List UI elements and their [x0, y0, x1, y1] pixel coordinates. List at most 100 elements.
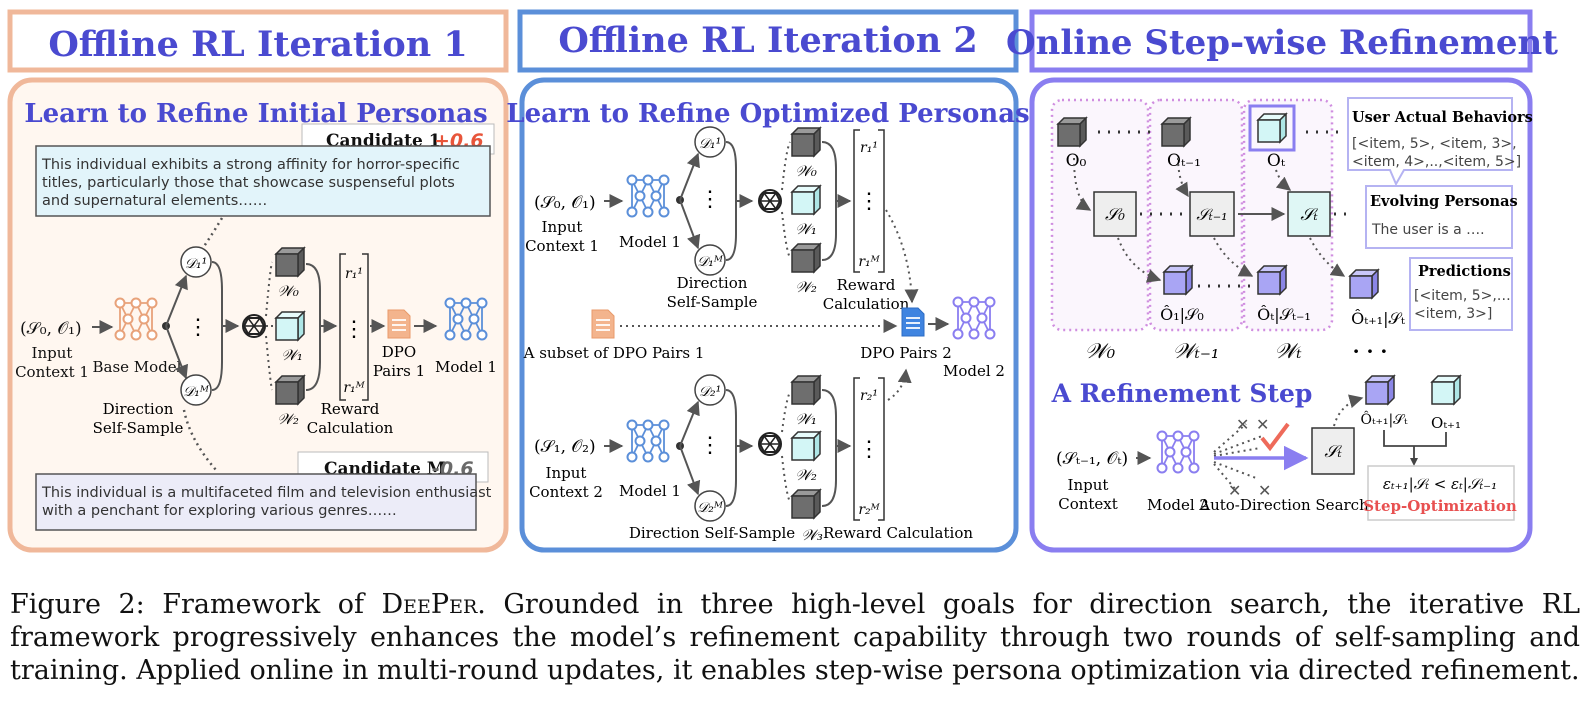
- panel-offline-rl-1: Offline RL Iteration 1 Learn to Refine I…: [7, 9, 509, 553]
- p1-r-bottom: r₁ᴹ: [343, 380, 365, 396]
- d1-top-node: [180, 246, 212, 278]
- d1-dots: ⋮: [187, 315, 209, 340]
- ot-highlight: [1248, 104, 1296, 152]
- caption-name: DeePer: [381, 589, 478, 620]
- cube-cyan-icon: [791, 185, 821, 215]
- candidate1-box: [35, 145, 491, 217]
- p2-w-top1: 𝒲₁: [795, 220, 817, 238]
- arrow: [679, 152, 700, 201]
- p2-model1-top-label: Model 1: [619, 233, 681, 251]
- arrow: [1410, 458, 1418, 466]
- panel3-title-box: [1029, 9, 1533, 73]
- p3-model2-icon: [1156, 430, 1200, 474]
- d1-top-label: 𝒟₁¹: [185, 256, 207, 272]
- p2-model1-bot-icon: [626, 419, 670, 463]
- p2-dots-b: ⋮: [699, 433, 721, 458]
- p2-r-bot2: r₂ᴹ: [858, 502, 880, 518]
- candidateM-line2: with a penchant for exploring various ge…: [42, 503, 397, 519]
- oh3-cube-icon: [1349, 269, 1379, 299]
- p2-input-bot: (𝒮₁, 𝒪₂): [534, 437, 596, 457]
- cube-cyan-icon: [791, 431, 821, 461]
- candidateM-line1: This individual is a multifaceted film a…: [41, 485, 492, 501]
- model1-icon: [444, 297, 488, 341]
- d-node: [694, 126, 726, 158]
- base-model-icon: [114, 297, 158, 341]
- p3-st1: 𝒮ₜ₋₁: [1196, 205, 1227, 224]
- p1-w1: 𝒲₁: [281, 346, 303, 364]
- p2-input-top-label1: Input: [542, 218, 583, 236]
- cross-icon: ✕: [1258, 481, 1271, 500]
- p2-dir-bot: Direction Self-Sample: [629, 524, 795, 542]
- p2-dots-a: ⋮: [699, 187, 721, 212]
- p3-input-label2: Context: [1058, 495, 1118, 513]
- arrow: [679, 400, 700, 447]
- p2-input-top-label2: Context 1: [525, 237, 599, 255]
- p3-st: 𝒮ₜ: [1300, 205, 1318, 225]
- note-predictions: [1409, 257, 1513, 331]
- p2-reward-top2: Calculation: [823, 295, 910, 313]
- candidateM-link: [182, 409, 217, 471]
- panel-online-refinement: Online Step-wise Refinement O₀ Oₜ₋₁ Oₜ 𝒮…: [1006, 9, 1558, 553]
- p3-st-box: 𝒮ₜ: [1324, 442, 1342, 462]
- p2-r-top1: r₁¹: [860, 140, 878, 156]
- cube-gray-icon: [791, 243, 821, 273]
- w0-cube-icon: [275, 247, 305, 277]
- dotted-link: [265, 261, 273, 317]
- d1-bottom-label: 𝒟₁ᴹ: [183, 384, 210, 400]
- note1-line1: [<item, 5>, <item, 3>,: [1352, 136, 1517, 152]
- p3-wt: 𝒲ₜ: [1274, 339, 1301, 363]
- model2-icon: [952, 296, 996, 340]
- step-opt-box: [1367, 465, 1515, 521]
- ot1-cube-icon: [1161, 117, 1191, 147]
- p3-step-opt: Step-Optimization: [1363, 497, 1517, 515]
- dotted-arrow: [1117, 237, 1162, 283]
- p2-model1-bot-label: Model 1: [619, 482, 681, 500]
- cube-gray-icon: [791, 489, 821, 519]
- p2-r-top2: r₁ᴹ: [858, 254, 880, 270]
- panel2-subtitle: Learn to Refine Optimized Personas: [506, 99, 1029, 129]
- w1-cube-icon: [275, 311, 305, 341]
- bracket: [725, 389, 737, 507]
- p3-oh2: Ôₜ|𝒮ₜ₋₁: [1257, 304, 1311, 324]
- p1-reward-label1: Reward: [321, 400, 380, 418]
- st1-box: [1189, 191, 1235, 237]
- p2-model2-label: Model 2: [943, 362, 1005, 380]
- dotted-arrow: [1275, 169, 1292, 191]
- subset-dpo-icon: [591, 309, 615, 339]
- dotted-arrow: [1073, 157, 1092, 211]
- o0-cube-icon: [1057, 117, 1087, 147]
- p3-oh1: Ô₁|𝒮₀: [1160, 304, 1204, 324]
- note3-line1: [<item, 5>,…: [1414, 288, 1511, 304]
- reward-vector: [853, 377, 885, 521]
- p3-o0: O₀: [1066, 151, 1087, 171]
- arrow: [679, 199, 701, 250]
- ot-cube-icon: [1257, 113, 1287, 143]
- p3-model-label: Model 2: [1147, 496, 1209, 514]
- p2-w-bot1: 𝒲₂: [795, 466, 817, 484]
- panel1-input-label1: Input: [32, 344, 73, 362]
- p1-model-label: Model 1: [435, 358, 497, 376]
- p3-input: (𝒮ₜ₋₁, 𝒪ₜ): [1056, 449, 1128, 469]
- p2-w-bot2: 𝒲₃: [801, 526, 823, 544]
- arrow: [679, 445, 701, 496]
- p3-ot1: Oₜ₋₁: [1167, 151, 1201, 171]
- p1-r-top: r₁¹: [345, 266, 363, 282]
- cube-gray-icon: [791, 375, 821, 405]
- reward-vector: [853, 129, 885, 273]
- p1-r-dots: ⋮: [343, 317, 365, 342]
- p3-ineq: εₜ₊₁|𝒮ₜ < εₜ|𝒮ₜ₋₁: [1383, 475, 1497, 493]
- panel3-title: Online Step-wise Refinement: [1006, 23, 1558, 63]
- cross-icon: ✕: [1228, 481, 1241, 500]
- d-node: [694, 244, 726, 276]
- dotted-arrow: [1333, 394, 1364, 427]
- p2-d-bot2: 𝒟₂ᴹ: [697, 500, 724, 516]
- p3-input-label1: Input: [1068, 476, 1109, 494]
- p3-oh3: Ôₜ₊₁|𝒮ₜ: [1351, 308, 1405, 328]
- figure-caption: Figure 2: Framework of DeePer. Grounded …: [10, 588, 1580, 687]
- p2-dpo2-label: DPO Pairs 2: [860, 344, 952, 362]
- openai-icon: [242, 314, 266, 338]
- note1-line2: <item, 4>,..,<item, 5>]: [1352, 154, 1521, 170]
- reward-vector: [339, 253, 369, 401]
- note3-title: Predictions: [1418, 263, 1511, 280]
- arrow: [165, 274, 188, 327]
